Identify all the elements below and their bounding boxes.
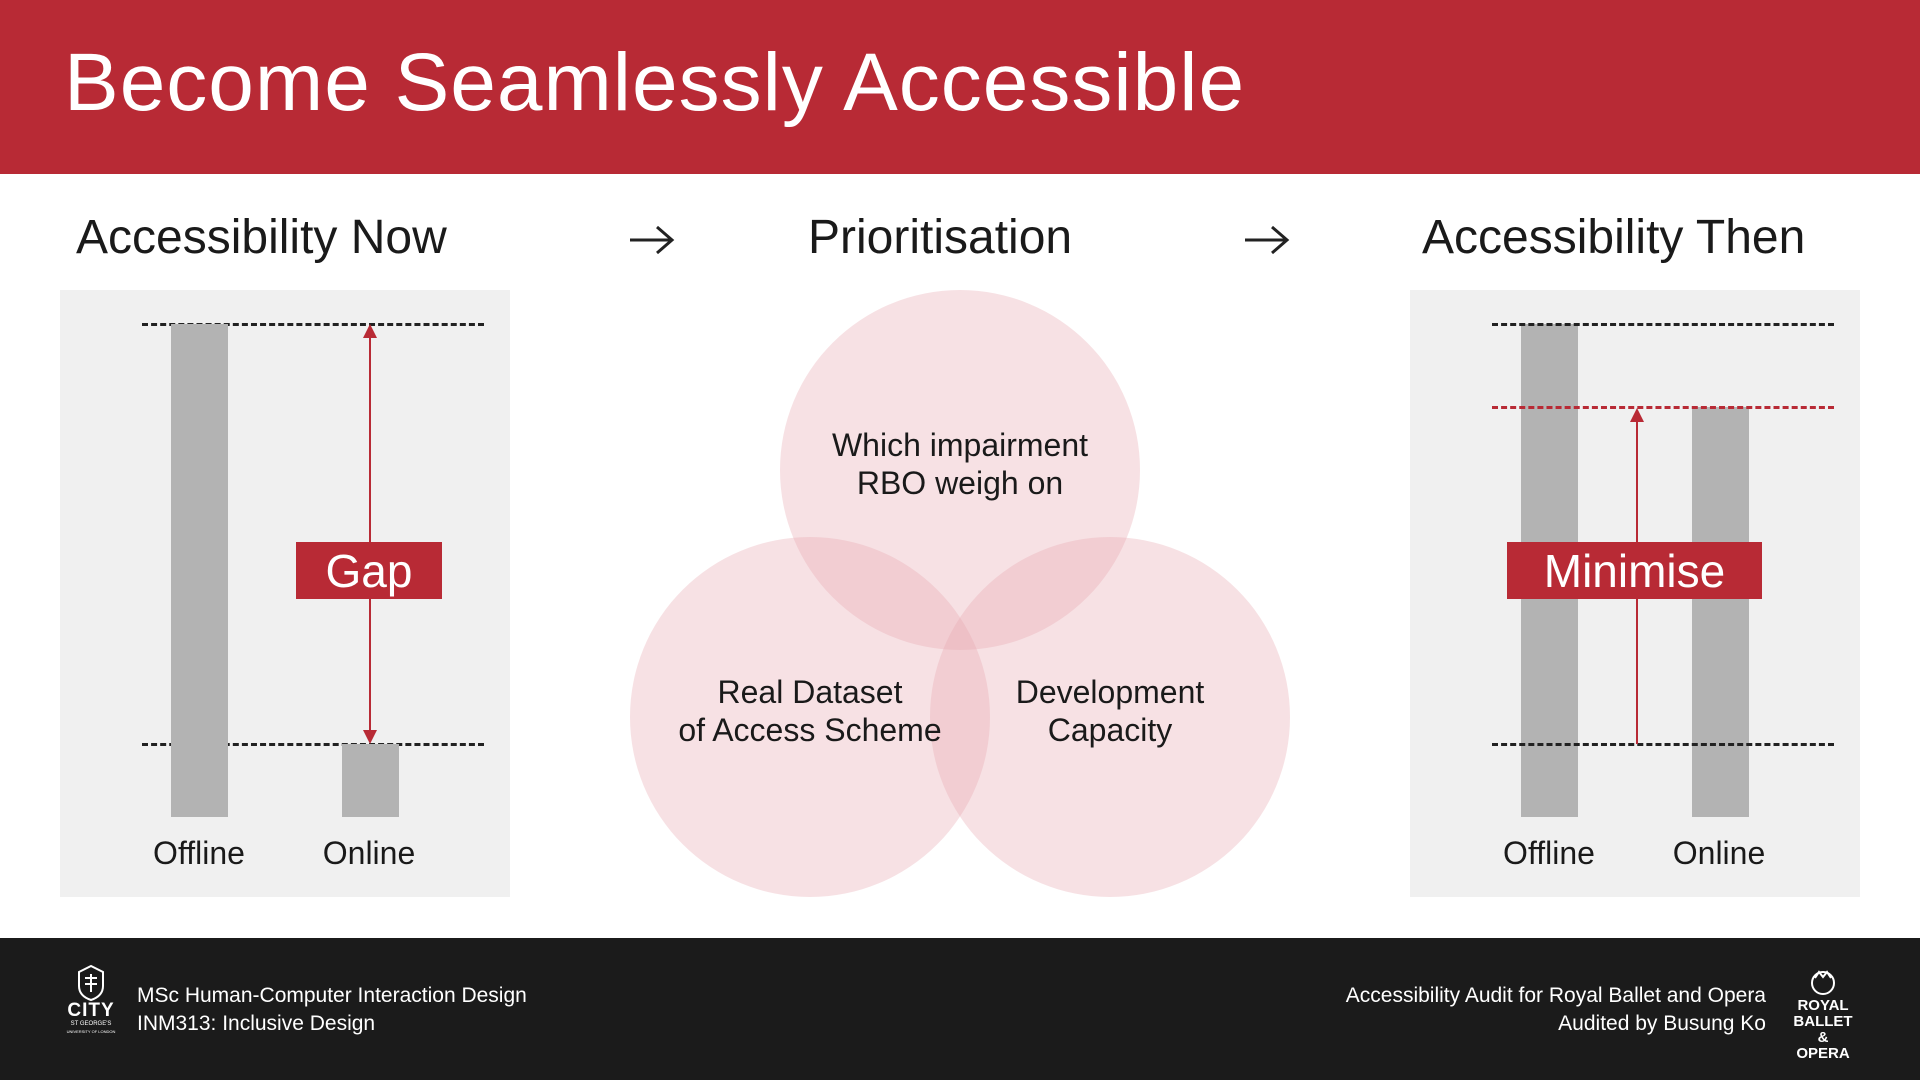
city-university-crest-icon: CITY ST GEORGE'S UNIVERSITY OF LONDON: [66, 964, 116, 1046]
gap-arrow-head-down: [363, 730, 377, 744]
gap-arrow-head-up: [363, 324, 377, 338]
offline-label: Offline: [153, 835, 245, 871]
venn-circle-right: [930, 537, 1290, 897]
online-bar: [1692, 407, 1749, 817]
top-dashed-line: [1492, 323, 1834, 326]
header-banner: Become Seamlessly Accessible: [0, 0, 1920, 174]
online-label: Online: [1672, 835, 1766, 871]
gap-arrow-line: [369, 334, 371, 734]
right-arrow-icon: [1245, 225, 1290, 255]
royal-ballet-opera-crest-icon: ROYAL BALLET & OPERA: [1786, 968, 1860, 1062]
gap-tag: Gap: [296, 542, 442, 599]
venn-text-left: Real Dataset of Access Scheme: [678, 674, 942, 748]
footer-left-text: MSc Human-Computer Interaction Design IN…: [137, 984, 527, 1035]
page-title: Become Seamlessly Accessible: [64, 37, 1246, 128]
target-dashed-line: [1492, 406, 1834, 409]
accessibility-then-panel: Minimise: [1410, 290, 1860, 897]
venn-circle-left: [630, 537, 990, 897]
bottom-dashed-line: [142, 743, 484, 746]
prioritisation-venn-diagram: [630, 290, 1290, 897]
online-bar: [342, 744, 399, 817]
minimise-tag: Minimise: [1507, 542, 1762, 599]
right-arrow-icon: [630, 225, 675, 255]
bottom-dashed-line: [1492, 743, 1834, 746]
accessibility-now-panel: Gap: [60, 290, 510, 897]
top-dashed-line: [142, 323, 484, 326]
section-title-now: Accessibility Now: [76, 211, 447, 264]
venn-text-top: Which impairment RBO weigh on: [831, 427, 1089, 501]
online-label: Online: [322, 835, 416, 871]
venn-text-right: Development Capacity: [1015, 674, 1205, 748]
minimise-arrow-head-up: [1630, 408, 1644, 422]
section-title-prioritisation: Prioritisation: [808, 211, 1073, 264]
footer-right-text: Accessibility Audit for Royal Ballet and…: [1345, 984, 1766, 1035]
venn-circle-top: [780, 290, 1140, 650]
offline-label: Offline: [1503, 835, 1595, 871]
footer: CITY ST GEORGE'S UNIVERSITY OF LONDON MS…: [0, 938, 1920, 1080]
section-title-then: Accessibility Then: [1422, 211, 1806, 264]
offline-bar: [171, 324, 228, 817]
